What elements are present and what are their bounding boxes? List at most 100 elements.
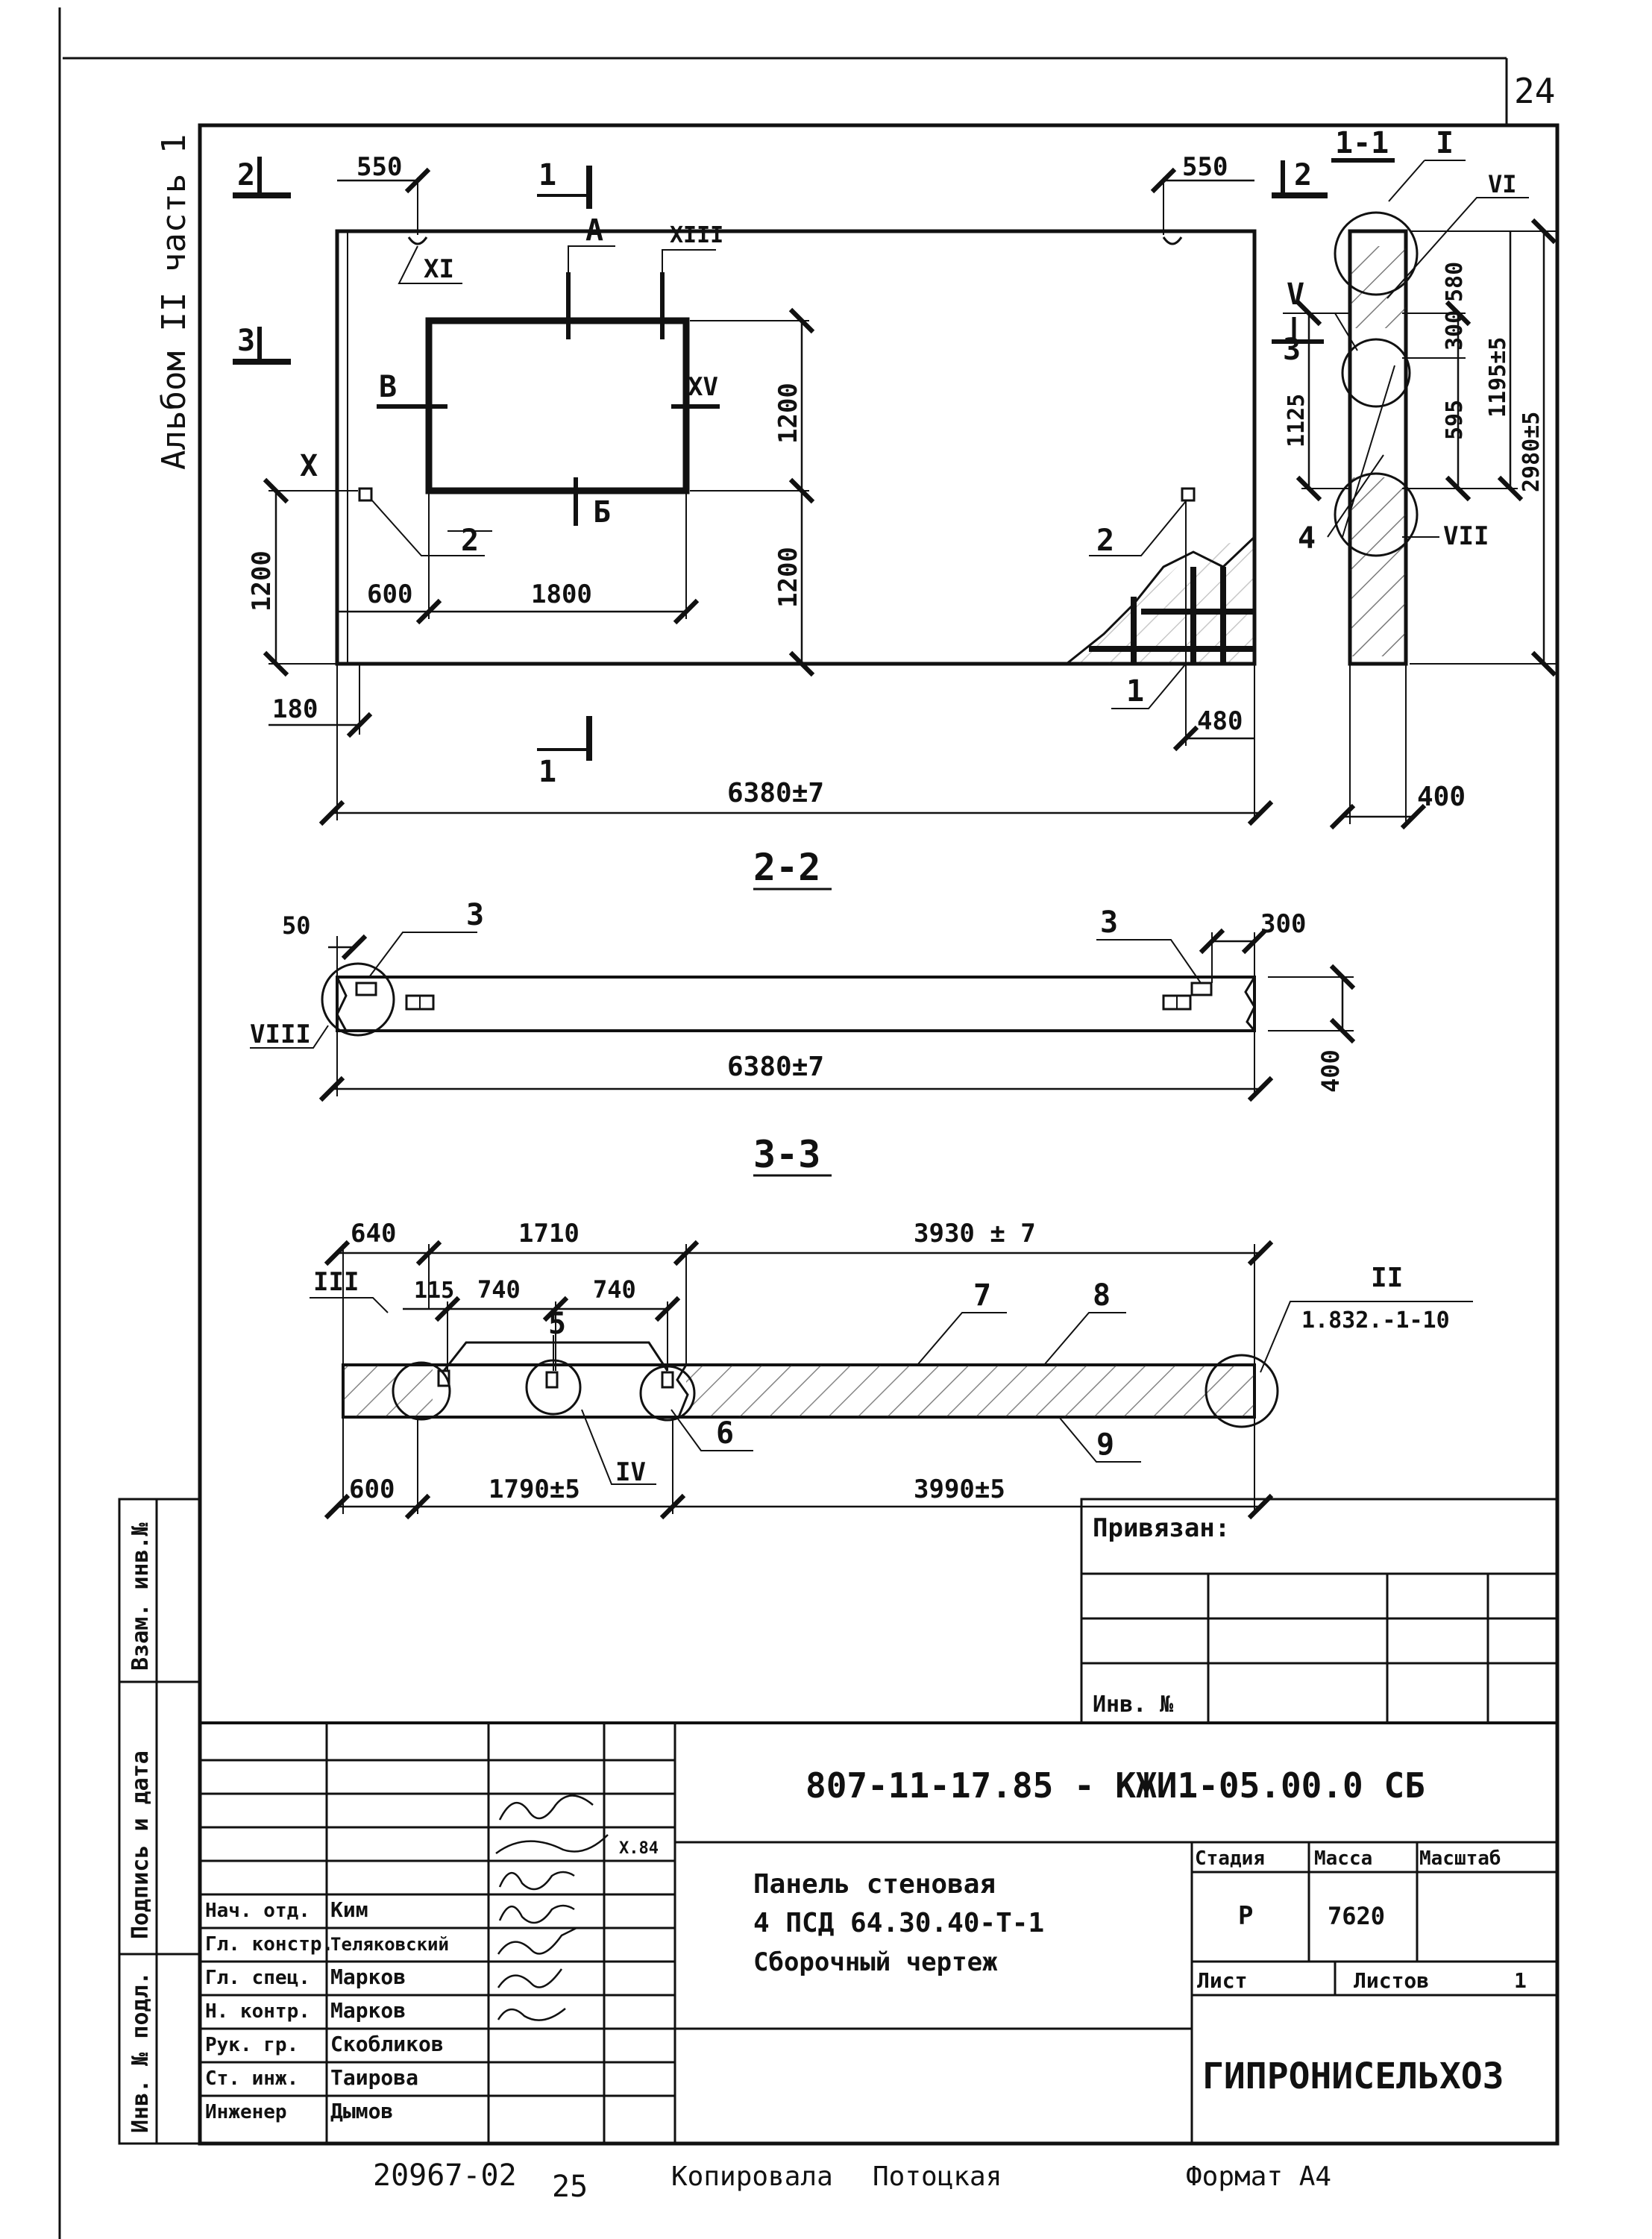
dim-595: 595 xyxy=(1442,400,1468,440)
section-3-3-title: 3-3 xyxy=(753,1133,820,1176)
dim-top-right: 550 xyxy=(1182,152,1228,182)
dim-left-offset: 600 xyxy=(367,580,412,609)
drawing-name-3: Сборочный чертеж xyxy=(753,1947,998,1977)
sheets-value: 1 xyxy=(1514,1968,1527,1993)
roman-iii: III xyxy=(313,1267,359,1297)
label-v: В xyxy=(379,370,397,404)
ref-1832: 1.832.-1-10 xyxy=(1301,1307,1450,1334)
label-b: Б xyxy=(593,495,611,530)
copier-name: Потоцкая xyxy=(873,2161,1002,2192)
dim-400-2-2: 400 xyxy=(1316,1049,1345,1093)
role-title: Ст. инж. xyxy=(205,2067,298,2090)
binding-inv-no: Инв. № xyxy=(1093,1692,1174,1718)
label-xi: XI xyxy=(424,254,454,284)
label-a: А xyxy=(585,213,603,248)
dim-2980: 2980±5 xyxy=(1518,412,1545,492)
role-name: Скобликов xyxy=(330,2032,444,2056)
sheet-format: Формат А4 xyxy=(1186,2161,1331,2192)
side-stamp-col3: Инв. № подл. xyxy=(128,1971,154,2133)
dim-740-b: 740 xyxy=(593,1275,636,1304)
pos-7: 7 xyxy=(973,1278,991,1313)
role-name: Марков xyxy=(330,1998,406,2023)
pos-5: 5 xyxy=(548,1307,566,1341)
role-title: Рук. гр. xyxy=(205,2034,298,2056)
pos-1: 1 xyxy=(1126,674,1144,709)
title-block-text: 807-11-17.85 - КЖИ1-05.00.0 СБ Панель ст… xyxy=(619,1765,1527,2097)
organization: ГИПРОНИСЕЛЬХОЗ xyxy=(1202,2056,1504,2097)
role-name: Ким xyxy=(330,1897,368,1922)
dim-640: 640 xyxy=(351,1219,396,1249)
dim-400-section: 400 xyxy=(1417,782,1466,812)
mass-header: Масса xyxy=(1314,1847,1372,1870)
sheet-number: 24 xyxy=(1514,71,1555,111)
sheet-header: Лист xyxy=(1197,1968,1247,1993)
archive-number: 20967-02 xyxy=(373,2158,517,2193)
dim-window-height: 1200 xyxy=(773,383,803,444)
album-caption: Альбом II часть 1 xyxy=(155,134,193,470)
roman-ii: II xyxy=(1371,1263,1403,1293)
side-stamp-col2: Подпись и дата xyxy=(128,1750,154,1939)
stage-value: Р xyxy=(1238,1901,1253,1931)
dim-overall-2-2: 6380±7 xyxy=(727,1052,824,1082)
sheets-header: Листов xyxy=(1354,1968,1429,1993)
pos-3-left: 3 xyxy=(466,898,484,932)
window-opening xyxy=(425,317,690,494)
section-mark-2: 2 xyxy=(237,158,255,192)
section-2-2-text: 2-2 50 3 3 300 VIII 400 6380±7 xyxy=(250,846,1345,1093)
dim-1710: 1710 xyxy=(518,1219,580,1249)
section-mark-2-right: 2 xyxy=(1294,158,1312,192)
section-2-2 xyxy=(250,888,1356,1102)
drawing-name-2: 4 ПСД 64.30.40-Т-1 xyxy=(753,1908,1044,1938)
panel-elevation xyxy=(233,157,1328,826)
side-stamp-col1: Взам. инв.№ xyxy=(128,1522,154,1671)
dim-115: 115 xyxy=(414,1278,454,1304)
dim-lower-height: 1200 xyxy=(773,547,803,608)
role-title: Гл. спец. xyxy=(205,1967,310,1989)
section-mark-1-top: 1 xyxy=(538,158,556,192)
dim-1195: 1195±5 xyxy=(1485,337,1511,418)
dim-3990: 3990±5 xyxy=(914,1475,1005,1504)
roman-viii: VIII xyxy=(250,1020,311,1049)
dim-50: 50 xyxy=(282,911,311,940)
mass-value: 7620 xyxy=(1328,1902,1385,1930)
dim-top-left: 550 xyxy=(357,152,402,182)
dim-600-3-3: 600 xyxy=(349,1475,395,1504)
section-1-1-title: 1-1 xyxy=(1335,126,1389,160)
pos-4: 4 xyxy=(1298,521,1316,556)
archive-suffix: 25 xyxy=(552,2170,588,2204)
roman-vii: VII xyxy=(1443,521,1489,551)
section-1-1 xyxy=(1272,158,1559,830)
elevation-text: 2 1 3 1 2 550 550 1200 1200 1200 600 180… xyxy=(237,152,1312,808)
role-title: Гл. констр. xyxy=(205,1933,333,1956)
bottom-captions: 20967-02 25 Копировала Потоцкая Формат А… xyxy=(373,2158,1331,2204)
role-title: Н. контр. xyxy=(205,2000,310,2023)
label-xiii: XIII xyxy=(670,222,723,248)
drawing-name-1: Панель стеновая xyxy=(753,1869,996,1900)
drawing-code: 807-11-17.85 - КЖИ1-05.00.0 СБ xyxy=(805,1765,1425,1806)
label-x: X xyxy=(300,449,318,483)
dim-window-width: 1800 xyxy=(531,580,592,609)
roman-v: V xyxy=(1287,277,1304,312)
pos-2-left: 2 xyxy=(461,524,479,558)
roman-i: I xyxy=(1436,126,1454,160)
copied-by: Копировала xyxy=(671,2161,833,2192)
dim-580: 580 xyxy=(1442,262,1468,302)
role-name: Марков xyxy=(330,1965,406,1989)
section-3-3 xyxy=(310,1174,1473,1520)
pos-9: 9 xyxy=(1096,1428,1114,1462)
role-name: Таирова xyxy=(330,2065,418,2090)
dim-1125: 1125 xyxy=(1284,394,1310,448)
binding-label: Привязан: xyxy=(1093,1513,1230,1543)
roman-iv: IV xyxy=(615,1457,646,1487)
section-1-1-mark-3: 3 xyxy=(1283,333,1301,367)
dim-300-2-2: 300 xyxy=(1260,909,1306,939)
pos-2-right: 2 xyxy=(1096,524,1114,558)
label-xv: XV xyxy=(688,372,718,402)
dim-300: 300 xyxy=(1442,310,1468,351)
section-2-2-title: 2-2 xyxy=(753,846,820,889)
dim-left-height: 1200 xyxy=(247,550,277,612)
dim-1790: 1790±5 xyxy=(489,1475,580,1504)
dim-bottom-right: 480 xyxy=(1197,706,1243,736)
